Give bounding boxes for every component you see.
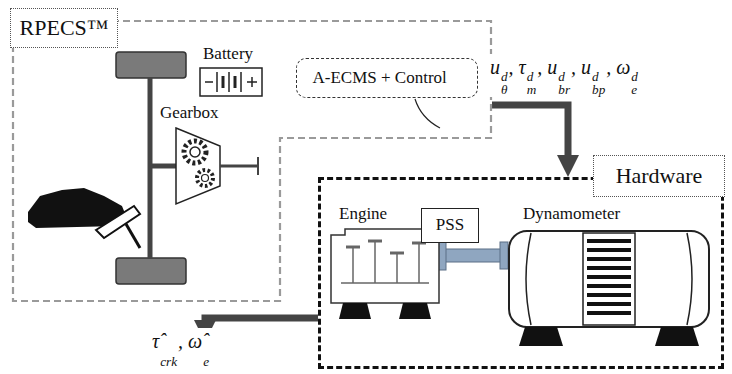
- gearbox-symbol: [176, 128, 258, 204]
- math-part: m: [527, 83, 537, 97]
- signal-label: τ̂crk, ω̂e: [150, 328, 212, 368]
- gearbox-symbol: [176, 128, 220, 204]
- gearbox-symbol: [257, 157, 259, 175]
- math-part: d: [558, 70, 570, 84]
- foot-pedal: [126, 224, 140, 248]
- axle: [150, 164, 176, 169]
- math-part: u: [490, 56, 500, 78]
- math-part: e: [203, 341, 209, 369]
- math-part: dm: [527, 70, 537, 98]
- math-part: [160, 341, 177, 355]
- math-part: θ: [501, 83, 508, 97]
- region-heading: RPECS™: [10, 8, 118, 48]
- hardware-region: EnginePSSDynamometerHardware: [318, 177, 724, 369]
- gearbox-symbol: [220, 165, 258, 168]
- gearbox-symbol: [184, 141, 206, 163]
- gearbox-symbol: [197, 170, 213, 186]
- dynamometer-drawing: [509, 231, 709, 346]
- battery-symbol: [228, 72, 230, 92]
- math-part: d: [592, 70, 605, 84]
- math-part: bp: [592, 83, 605, 97]
- math-part: , ω̂: [178, 330, 202, 352]
- battery-symbol: [222, 76, 225, 88]
- math-part: e: [203, 355, 209, 369]
- math-part: dbp: [592, 70, 605, 98]
- math-part: d: [631, 70, 638, 84]
- node-label: Dynamometer: [523, 205, 620, 224]
- node-label: Engine: [339, 205, 387, 224]
- battery-symbol: [205, 81, 213, 83]
- process-box: PSS: [421, 208, 479, 243]
- battery-symbol: [200, 68, 262, 96]
- controller-box: A-ECMS + Control: [296, 58, 478, 98]
- math-part: , τ: [509, 56, 526, 78]
- battery-symbol: [200, 68, 262, 96]
- signal-arrow: [492, 105, 568, 157]
- math-part: , u: [537, 56, 557, 78]
- gearbox-symbol: [190, 147, 200, 157]
- math-part: d: [501, 70, 508, 84]
- battery-symbol: [234, 76, 237, 88]
- math-part: crk: [160, 341, 177, 369]
- gearbox-symbol: [202, 175, 209, 182]
- node-label: PSS: [436, 216, 464, 235]
- wheel: [116, 258, 186, 284]
- dynamometer-figure: Dynamometer: [501, 203, 717, 348]
- battery-symbol: [240, 72, 242, 92]
- shaft: [500, 242, 508, 269]
- battery-symbol: [251, 77, 253, 87]
- region-outline: [13, 21, 491, 301]
- math-part: , u: [571, 56, 591, 78]
- math-part: , ω: [606, 56, 630, 78]
- foot-pedal: [28, 188, 140, 248]
- shaft: [440, 249, 508, 262]
- math-part: de: [631, 70, 638, 98]
- part-label: Gearbox: [160, 104, 219, 123]
- dyno-outline: [501, 203, 717, 348]
- math-part: dbr: [558, 70, 570, 98]
- signal-arrow: [205, 318, 318, 322]
- signal-label: udθ, τdm, udbr, udbp, ωde: [488, 54, 641, 97]
- math-part: τ̂: [152, 330, 159, 352]
- shaft: [438, 240, 508, 270]
- region-heading: Hardware: [593, 155, 725, 197]
- node-label: A-ECMS + Control: [313, 69, 462, 88]
- math-part: e: [631, 83, 638, 97]
- part-label: Battery: [203, 45, 253, 64]
- math-part: br: [558, 83, 570, 97]
- battery-link: [415, 99, 440, 128]
- math-part: dθ: [501, 70, 508, 98]
- math-part: crk: [160, 355, 177, 369]
- wheel: [116, 52, 186, 78]
- battery-symbol: [216, 72, 218, 92]
- foot-pedal: [96, 206, 140, 238]
- math-part: [203, 341, 209, 355]
- math-part: d: [527, 70, 537, 84]
